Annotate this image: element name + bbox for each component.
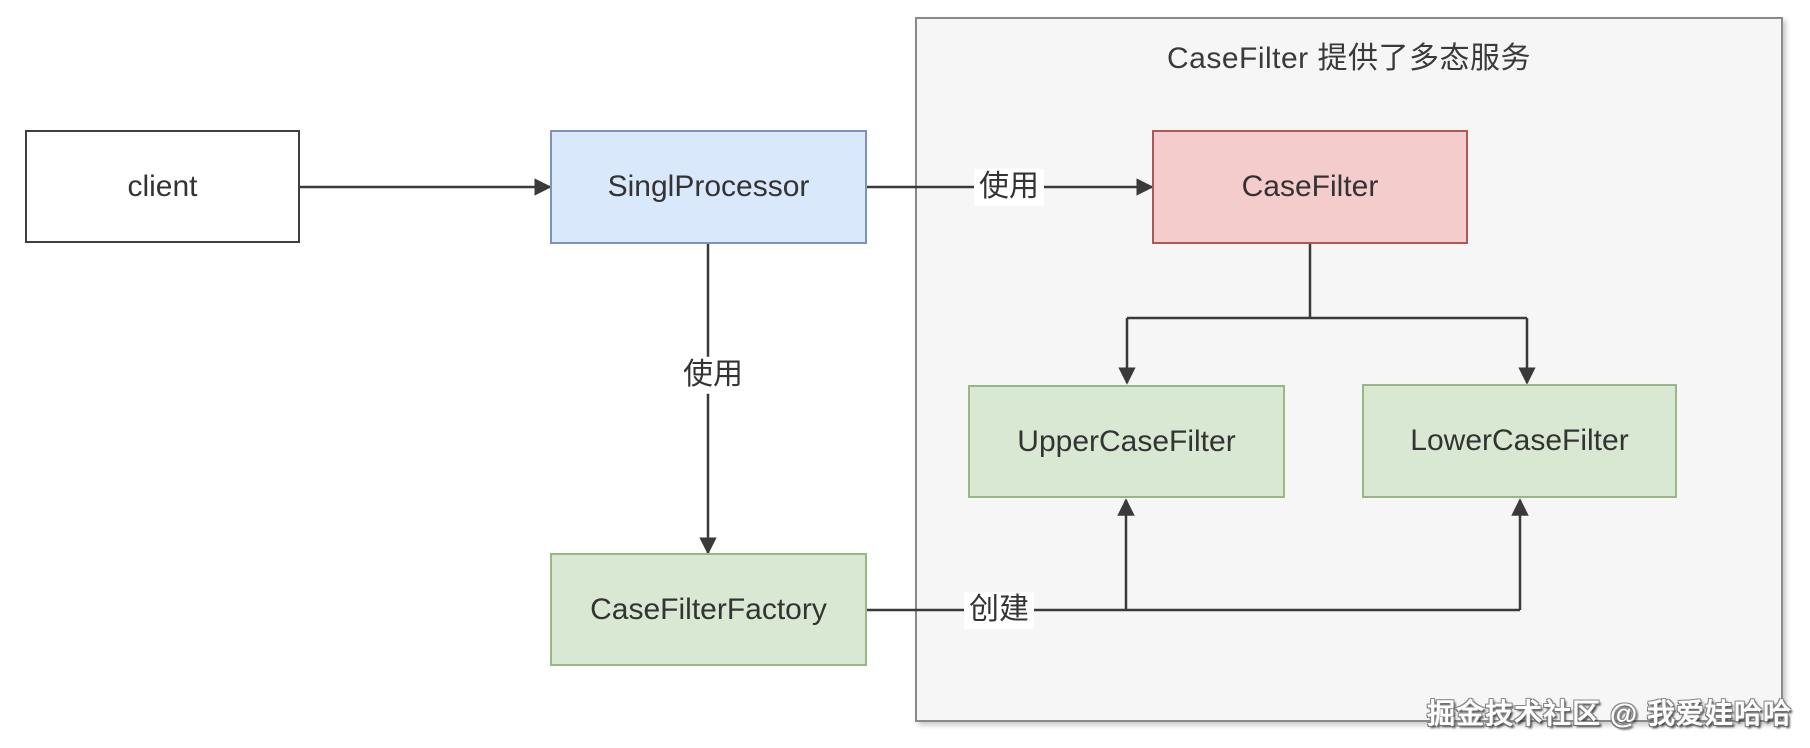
- panel-title: CaseFilter 提供了多态服务: [1166, 42, 1532, 75]
- node-uppercasefilter-label: UpperCaseFilter: [1017, 424, 1236, 458]
- node-casefilterfactory: CaseFilterFactory: [550, 553, 867, 666]
- node-singlprocessor-label: SinglProcessor: [607, 170, 810, 203]
- node-casefilter-label: CaseFilter: [1241, 170, 1379, 203]
- watermark: 掘金技术社区 @ 我爱娃哈哈: [1427, 698, 1792, 729]
- edge-label-use-vertical: 使用: [678, 356, 748, 394]
- edge-label-create: 创建: [964, 591, 1034, 629]
- node-lowercasefilter: LowerCaseFilter: [1362, 384, 1677, 498]
- edge-label-use-horizontal: 使用: [974, 168, 1044, 206]
- node-casefilterfactory-label: CaseFilterFactory: [590, 592, 827, 626]
- node-singlprocessor: SinglProcessor: [550, 130, 867, 244]
- node-uppercasefilter: UpperCaseFilter: [968, 385, 1285, 498]
- node-client-label: client: [127, 169, 198, 203]
- node-client: client: [25, 130, 300, 243]
- polymorphic-service-panel: CaseFilter 提供了多态服务: [915, 17, 1783, 722]
- node-lowercasefilter-label: LowerCaseFilter: [1410, 424, 1629, 457]
- node-casefilter: CaseFilter: [1152, 130, 1468, 244]
